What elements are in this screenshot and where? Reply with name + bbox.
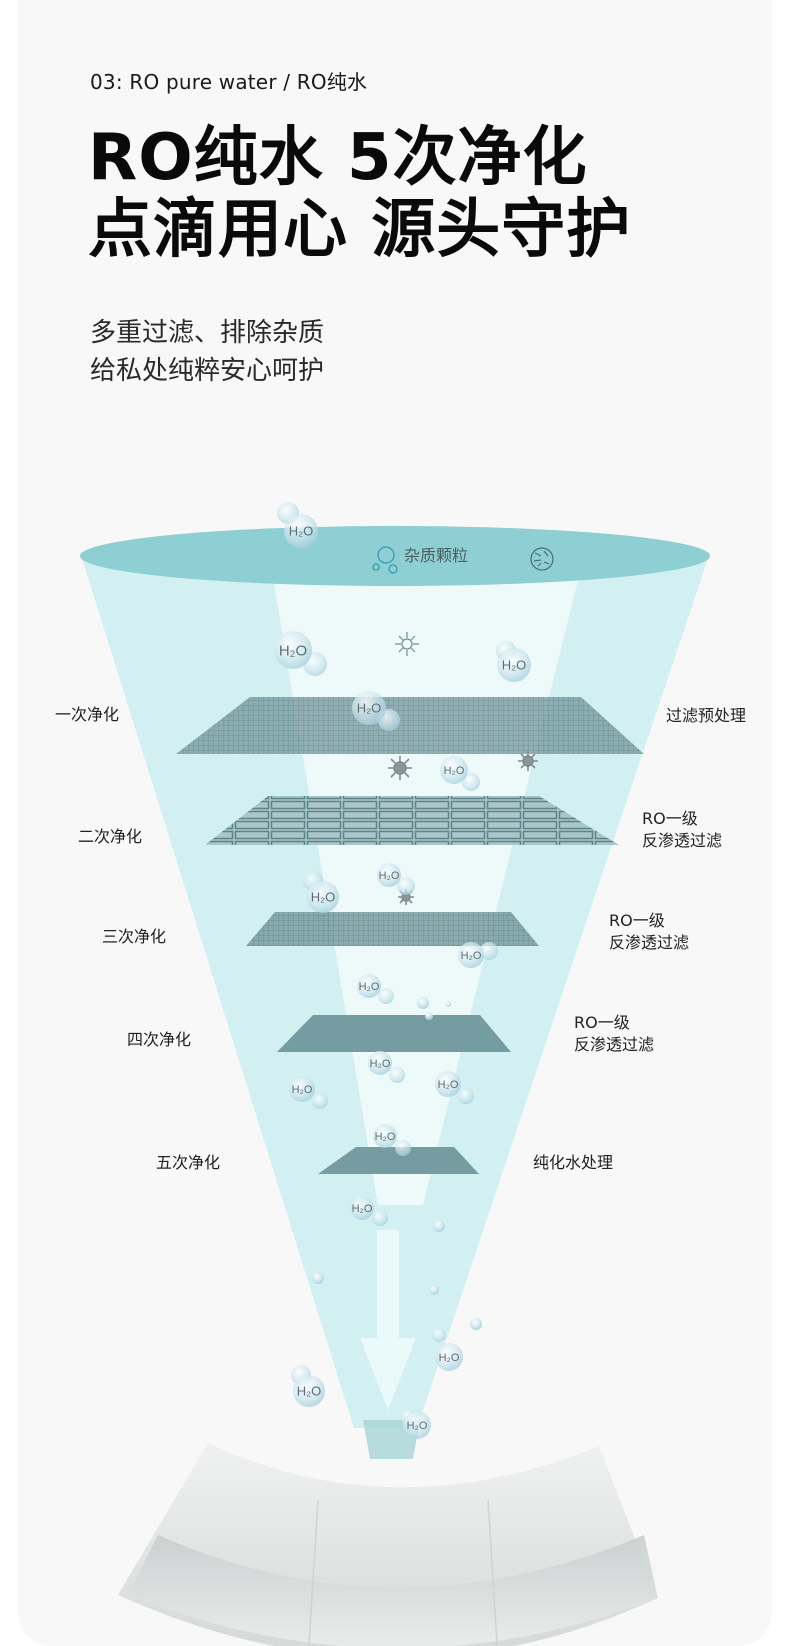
h2o-bubble: H₂O: [303, 871, 339, 913]
h2o-bubble: H₂O: [435, 1071, 474, 1104]
impurity-ring-icon: [372, 546, 398, 574]
stage-5-left-label: 五次净化: [156, 1153, 221, 1172]
h2o-label: H₂O: [461, 950, 482, 962]
h2o-label: H₂O: [438, 1079, 459, 1091]
flow-arrow: [360, 1230, 416, 1410]
h2o-label: H₂O: [359, 981, 380, 993]
h2o-label: H₂O: [279, 642, 307, 659]
h2o-bubble: H₂O: [357, 974, 394, 1004]
page-subtitle: 多重过滤、排除杂质 给私处纯粹安心呵护: [90, 314, 324, 390]
virus-outline-icon: [395, 632, 419, 656]
h2o-label: H₂O: [311, 890, 336, 905]
stage-5-right-label: 纯化水处理: [533, 1153, 614, 1172]
title-line-2: 点滴用心 源头守护: [88, 193, 632, 267]
stage-3-right-label: RO一级 反渗透过滤: [609, 911, 690, 952]
water-droplet: [470, 1318, 482, 1330]
stage-3-left-label: 三次净化: [102, 927, 167, 946]
stage-1-right-label: 过滤预处理: [666, 706, 747, 725]
h2o-label: H₂O: [292, 1084, 313, 1096]
h2o-bubble: H₂O: [352, 691, 400, 731]
h2o-label: H₂O: [375, 1131, 396, 1143]
content-panel: 03: RO pure water / RO纯水 RO纯水 5次净化 点滴用心 …: [18, 0, 772, 1646]
filter-layer-5: [318, 1147, 479, 1174]
h2o-label: H₂O: [297, 1384, 322, 1399]
h2o-label: H₂O: [289, 524, 314, 539]
h2o-label: H₂O: [352, 1203, 373, 1215]
h2o-bubble: H₂O: [458, 942, 498, 968]
filter-layer-1: [176, 697, 644, 754]
bacteria-icon: [530, 547, 554, 571]
water-droplet: [429, 1285, 439, 1295]
h2o-bubble: H₂O: [496, 641, 531, 682]
virus-icon: [388, 751, 538, 905]
water-droplet: [312, 1272, 324, 1284]
h2o-bubble: H₂O: [291, 1365, 325, 1407]
h2o-bubble: H₂O: [289, 1076, 328, 1109]
filtration-diagram: H₂O H₂O H₂O H₂O H₂O H₂O H₂O H₂O H₂O H₂O H₂O H₂O H₂O H…: [80, 502, 710, 1646]
h2o-bubble: H₂O: [373, 1124, 411, 1156]
filter-layer-2: [205, 796, 619, 845]
stage-2-right-label: RO一级 反渗透过滤: [642, 809, 723, 850]
stage-2-left-label: 二次净化: [78, 827, 143, 846]
water-droplet: [417, 997, 429, 1009]
h2o-label: H₂O: [407, 1420, 428, 1432]
water-droplet: [425, 1012, 433, 1020]
h2o-bubble: H₂O: [350, 1196, 388, 1226]
title-line-1: RO纯水 5次净化: [88, 121, 588, 195]
water-droplet: [445, 1001, 451, 1007]
absorbent-pad: [118, 1443, 658, 1646]
inlet-impurity-label: 杂质颗粒: [404, 546, 469, 565]
water-droplet: [433, 1220, 445, 1232]
h2o-bubble: H₂O: [274, 631, 327, 676]
page-title: RO纯水 5次净化 点滴用心 源头守护: [88, 122, 631, 266]
section-eyebrow: 03: RO pure water / RO纯水: [90, 70, 368, 94]
h2o-bubble: H₂O: [368, 1051, 405, 1083]
h2o-bubble: H₂O: [377, 863, 415, 895]
h2o-bubbles: H₂O H₂O H₂O H₂O H₂O H₂O H₂O H₂O H₂O H₂O H₂O H₂O H₂O H…: [274, 502, 531, 1439]
h2o-bubble: H₂O: [401, 1409, 431, 1439]
h2o-label: H₂O: [357, 701, 382, 716]
filter-layer-4: [277, 1015, 511, 1052]
stage-4-left-label: 四次净化: [127, 1030, 192, 1049]
h2o-label: H₂O: [444, 765, 465, 777]
h2o-bubble: H₂O: [277, 502, 318, 548]
subtitle-line-1: 多重过滤、排除杂质: [90, 318, 325, 348]
h2o-label: H₂O: [370, 1058, 391, 1070]
stage-4-right-label: RO一级 反渗透过滤: [574, 1013, 655, 1054]
h2o-bubble: H₂O: [432, 1328, 463, 1371]
h2o-label: H₂O: [439, 1352, 460, 1364]
filter-layer-3: [246, 912, 539, 946]
stage-1-left-label: 一次净化: [55, 705, 120, 724]
h2o-label: H₂O: [379, 870, 400, 882]
h2o-label: H₂O: [502, 658, 527, 673]
subtitle-line-2: 给私处纯粹安心呵护: [90, 356, 325, 386]
h2o-bubble: H₂O: [440, 756, 480, 791]
funnel-top: [80, 526, 710, 586]
